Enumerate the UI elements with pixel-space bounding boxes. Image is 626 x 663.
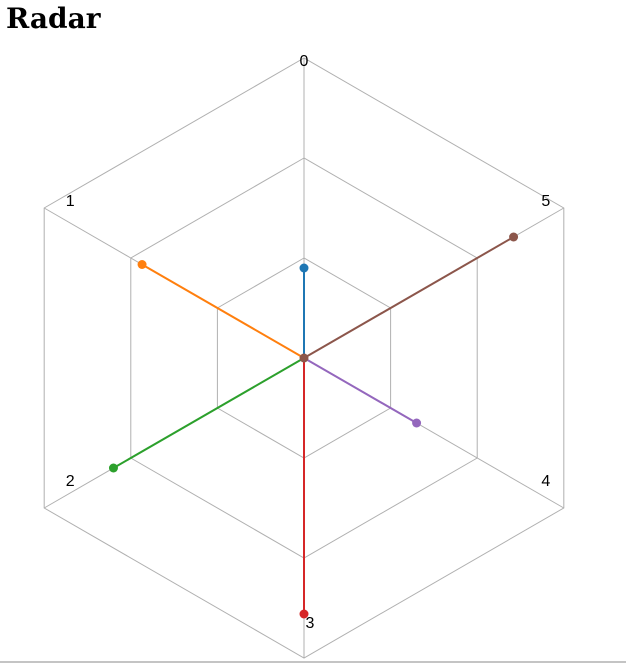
data-point-0 — [299, 263, 309, 273]
radar-series — [108, 232, 519, 619]
data-point-3 — [299, 609, 309, 619]
data-point-1 — [137, 260, 147, 269]
data-point-2 — [108, 463, 118, 473]
series-line-4 — [303, 357, 418, 424]
axis-label-2: 2 — [66, 473, 75, 490]
page-title: Radar — [6, 2, 101, 35]
series-line-5 — [303, 236, 515, 359]
axis-label-3: 3 — [306, 615, 315, 632]
axis-label-5: 5 — [541, 193, 550, 210]
center-point — [299, 353, 309, 363]
series-line-1 — [141, 263, 305, 359]
axis-label-1: 1 — [66, 193, 75, 210]
data-point-4 — [412, 418, 422, 428]
axis-labels: 0 1 2 3 4 5 — [0, 53, 626, 663]
series-line-2 — [112, 357, 305, 469]
axis-label-0: 0 — [300, 53, 309, 70]
axis-label-4: 4 — [541, 473, 550, 490]
data-point-5 — [509, 232, 519, 242]
